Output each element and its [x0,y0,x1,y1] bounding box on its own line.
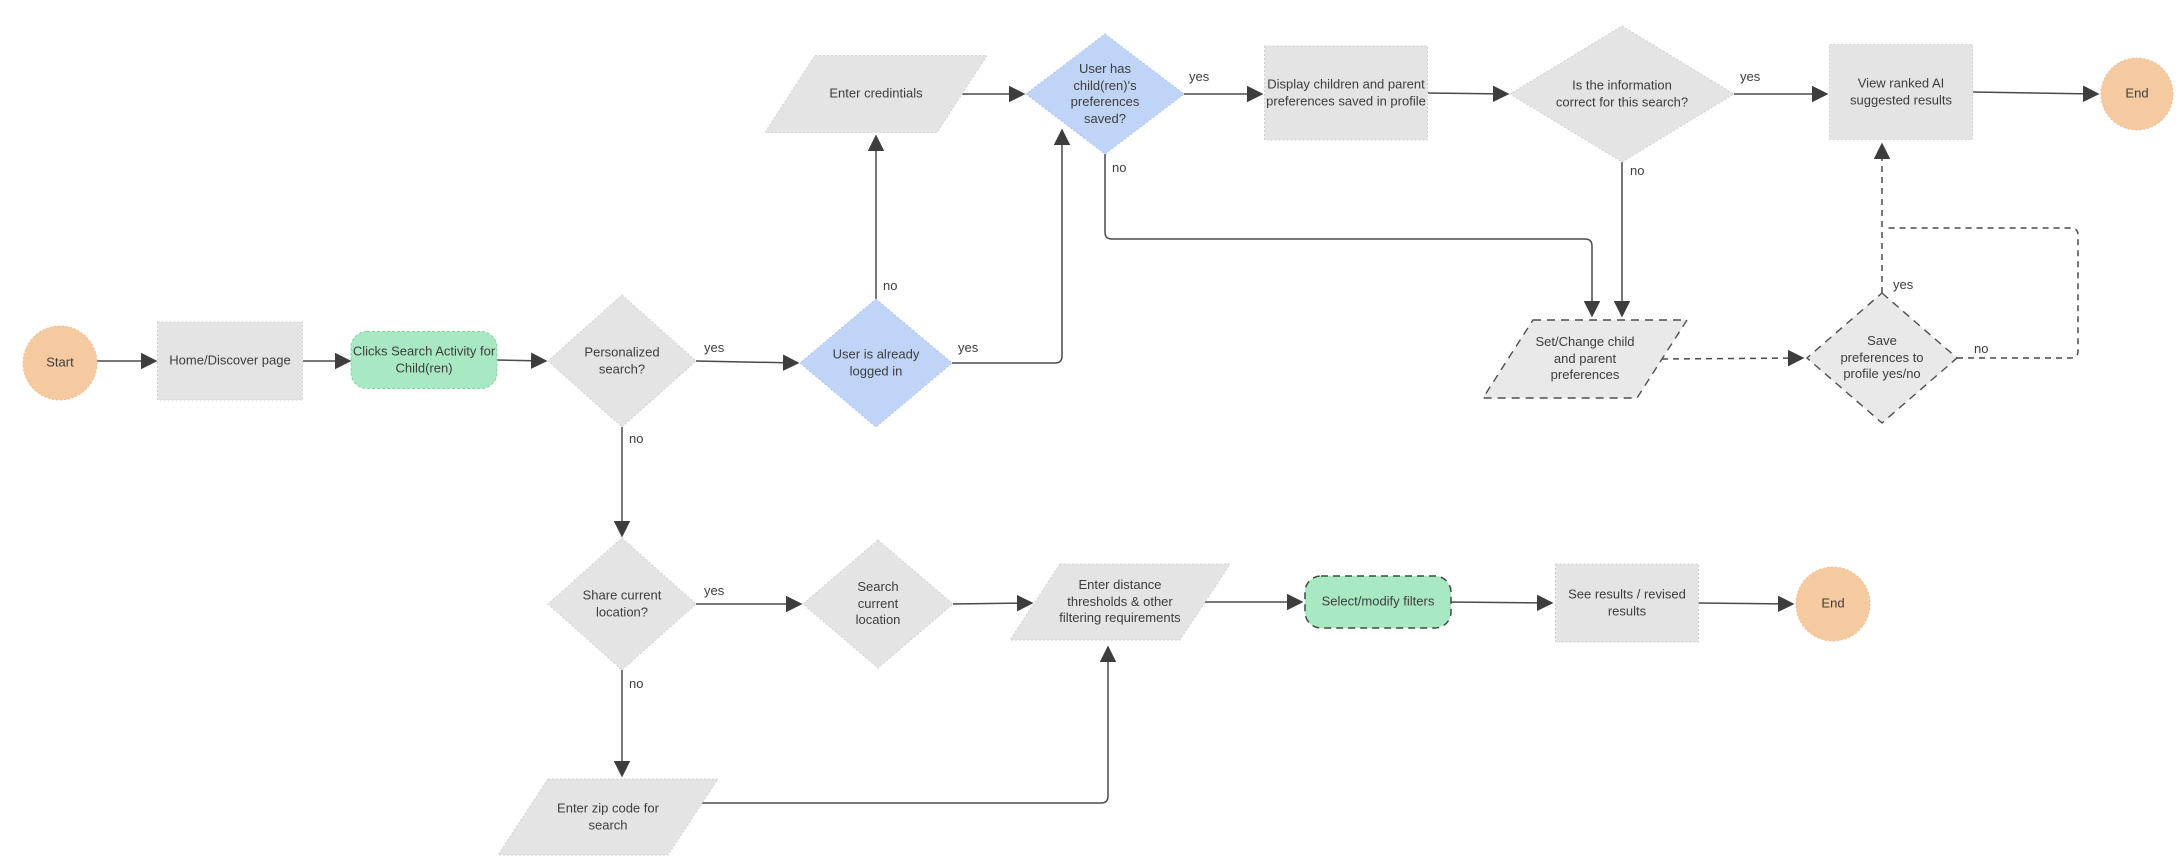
node-has-prefs[interactable] [1025,33,1185,155]
node-view-ranked[interactable] [1829,44,1973,140]
node-personalized[interactable] [547,294,697,428]
node-zip-code[interactable] [497,778,719,856]
edge-has-prefs-set-change [1104,154,1601,318]
node-end-bottom[interactable] [1795,566,1871,642]
edge-display-prefs-info-correct [1427,85,1510,103]
node-logged-in[interactable] [799,298,953,428]
node-display-prefs[interactable] [1264,45,1428,141]
edge-personalized-logged-in [695,354,800,371]
node-click-search[interactable] [350,331,498,389]
node-set-change[interactable] [1481,319,1689,399]
node-credentials[interactable] [764,55,988,133]
node-share-loc[interactable] [547,537,697,671]
edge-logged-in-has-prefs [952,128,1071,364]
node-info-correct[interactable] [1509,25,1735,163]
edge-search-loc-distance [952,594,1034,612]
node-select-filters[interactable] [1304,575,1452,629]
node-see-results[interactable] [1555,563,1699,643]
node-home[interactable] [157,321,303,401]
node-end-top[interactable] [2100,57,2174,131]
edge-select-filters-see-results [1449,594,1554,612]
edge-click-search-personalized [496,352,548,369]
edge-zip-code-distance [702,645,1117,804]
edge-see-results-end-bottom [1697,595,1795,613]
node-save-prefs[interactable] [1805,292,1959,424]
edge-set-change-save-prefs [1661,349,1805,367]
edge-view-ranked-end-top [1972,85,2100,103]
node-start[interactable] [22,325,98,401]
node-distance[interactable] [1009,563,1231,641]
node-search-loc[interactable] [802,539,954,669]
